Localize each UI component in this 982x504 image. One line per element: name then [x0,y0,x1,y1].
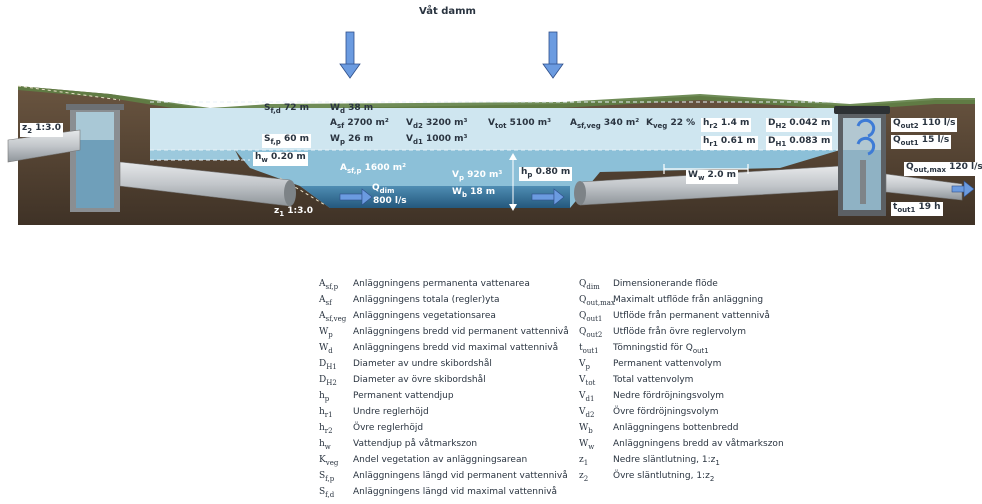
legend-description: Anläggningens totala (regler)yta [353,295,500,305]
legend-description: Anläggningens längd vid maximal vattenni… [353,487,558,497]
label-z2: z2 1:3.0 [20,123,64,137]
legend-description: Diameter av övre skibordshål [353,375,486,385]
outflow-arrow [951,180,975,198]
symbol-legend: Asf,p Anläggningens permanenta vattenarea… [319,277,839,502]
legend-symbol: hr2 [319,423,333,435]
inflow-arrow-left [339,31,361,79]
legend-symbol: Vtot [579,375,596,387]
legend-symbol: hp [319,391,330,403]
label-vd1: Vd1 1000 m³ [406,134,468,146]
legend-description: Utflöde från permanent vattennivå [613,311,770,321]
upper-regulation-water [150,108,840,150]
label-hp: hp 0.80 m [519,167,573,181]
label-wb: Wb 18 m [452,187,496,199]
legend-description: Nedre fördröjningsvolym [613,391,725,401]
legend-description: Anläggningens bredd av våtmarkszon [613,439,784,449]
legend-description: Vattendjup på våtmarkszon [353,439,478,449]
outlet-pipe-downstream [885,173,963,201]
legend-symbol: Wp [319,327,333,339]
legend-symbol: Qdim [579,279,600,291]
legend-symbol: Asf [319,295,332,307]
legend-description: Anläggningens vegetationsarea [353,311,496,321]
pond-cross-section: Sf,d 72 m Wd 38 m Asf 2700 m² Vd2 3200 m… [0,0,982,235]
legend-description: Diameter av undre skibordshål [353,359,492,369]
deep-zone [300,186,570,208]
legend-description: Undre reglerhöjd [353,407,429,417]
label-qoutmax: Qout,max 120 l/s [904,162,982,176]
legend-symbol: Asf,p [319,279,339,291]
label-tout1: tout1 19 h [891,202,943,216]
flow-arrow-mid [531,188,565,206]
label-kveg: Kveg 22 % [646,118,696,130]
legend-description: Andel vegetation av anläggningsarean [353,455,528,465]
label-hr2: hr2 1.4 m [701,118,752,132]
label-qdim: Qdim [372,183,395,195]
legend-symbol: hr1 [319,407,333,419]
legend-symbol: Vd1 [579,391,595,403]
legend-description: Maximalt utflöde från anläggning [613,295,764,305]
label-qout1: Qout1 15 l/s [891,135,952,149]
legend-description: Nedre släntlutning, 1:z1 [613,455,720,467]
legend-symbol: Qout2 [579,327,603,339]
label-dh1: DH1 0.083 m [766,136,833,150]
legend-symbol: Qout,max [579,295,615,307]
label-hw: hw 0.20 m [253,152,308,166]
legend-description: Anläggningens permanenta vattenarea [353,279,530,289]
label-z1: z1 1:3.0 [274,206,314,218]
diagram-title: Våt damm [419,6,476,17]
label-wp: Wp 26 m [330,134,374,146]
legend-symbol: DH1 [319,359,337,371]
inflow-arrow-right [542,31,564,79]
legend-symbol: hw [319,439,331,451]
legend-description: Tömningstid för Qout1 [613,343,709,355]
label-ww: Ww 2.0 m [686,170,738,184]
legend-symbol: Qout1 [579,311,603,323]
qdim-arrow [339,188,373,206]
label-asfp: Asf,p 1600 m² [340,163,407,175]
legend-symbol: tout1 [579,343,599,355]
legend-description: Permanent vattenvolym [613,359,722,369]
label-sfd: Sf,d 72 m [264,103,309,115]
label-asfveg: Asf,veg 340 m² [570,118,640,130]
legend-symbol: Kveg [319,455,339,467]
label-vd2: Vd2 3200 m³ [406,118,468,130]
legend-symbol: Vd2 [579,407,595,419]
legend-symbol: z2 [579,471,589,483]
legend-symbol: Sf,d [319,487,335,499]
legend-symbol: Vp [579,359,590,371]
legend-symbol: Sf,p [319,471,335,483]
legend-symbol: Wb [579,423,593,435]
legend-symbol: Asf,veg [319,311,347,323]
legend-symbol: z1 [579,455,589,467]
legend-description: Dimensionerande flöde [613,279,718,289]
legend-description: Anläggningens bredd vid maximal vattenni… [353,343,559,353]
label-vp: Vp 920 m³ [452,170,503,182]
label-dh2: DH2 0.042 m [766,118,833,132]
legend-description: Övre fördröjningsvolym [613,407,719,417]
label-asf: Asf 2700 m² [330,118,389,130]
legend-symbol: DH2 [319,375,337,387]
legend-description: Anläggningens bottenbredd [613,423,739,433]
legend-description: Anläggningens längd vid permanent vatten… [353,471,568,481]
legend-description: Utflöde från övre reglervolym [613,327,747,337]
legend-description: Anläggningens bredd vid permanent vatten… [353,327,569,337]
legend-description: Total vattenvolym [613,375,694,385]
label-vtot: Vtot 5100 m³ [488,118,552,130]
vegetation-strip [18,86,975,114]
label-qout2: Qout2 110 l/s [891,118,958,132]
legend-description: Övre reglerhöjd [353,423,424,433]
legend-description: Övre släntlutning, 1:z2 [613,471,715,483]
legend-symbol: Wd [319,343,333,355]
label-wd: Wd 38 m [330,103,374,115]
legend-symbol: Ww [579,439,595,451]
legend-description: Permanent vattendjup [353,391,454,401]
label-sfp: Sf,p 60 m [262,134,311,148]
label-hr1: hr1 0.61 m [701,136,758,150]
label-qdim-value: 800 l/s [373,196,407,206]
